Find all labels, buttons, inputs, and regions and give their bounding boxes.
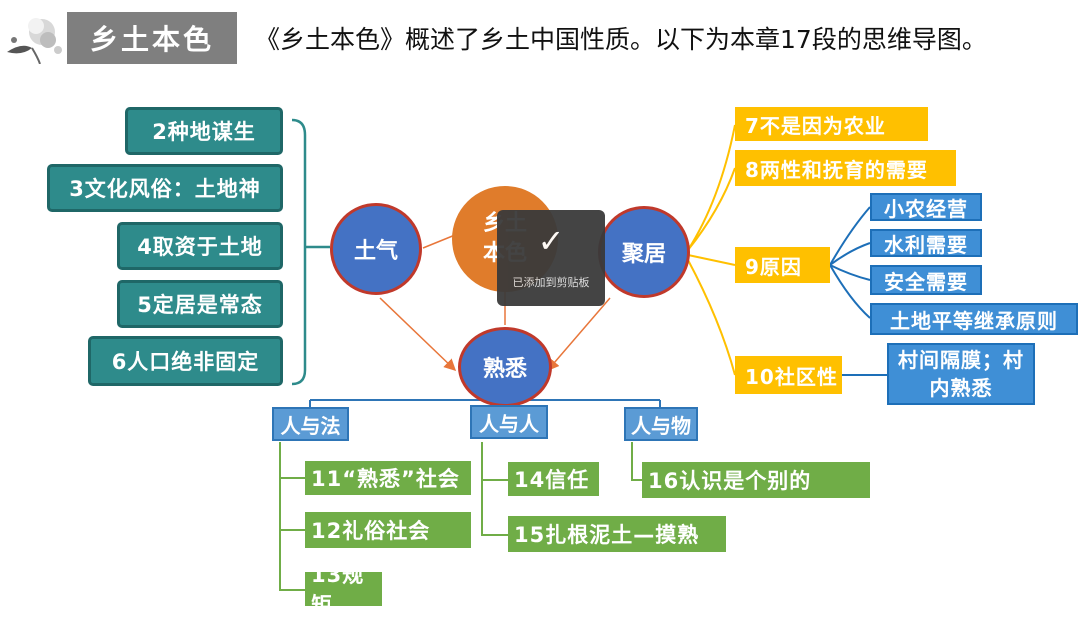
right-item-9: 9原因: [735, 247, 830, 283]
flower-logo-icon: [2, 12, 62, 65]
reason-irrigation: 水利需要: [870, 229, 982, 257]
left-item-3: 3文化风俗：土地神: [47, 164, 283, 212]
people-item-15: 15扎根泥土—摸熟: [508, 516, 726, 552]
left-item-5: 5定居是常态: [117, 280, 283, 328]
left-item-4: 4取资于土地: [117, 222, 283, 270]
section-title: 乡土本色: [67, 12, 237, 64]
reason-inheritance: 土地平等继承原则: [870, 303, 1078, 335]
slide-subtitle: 《乡土本色》概述了乡土中国性质。以下为本章17段的思维导图。: [255, 25, 987, 54]
right-item-8: 8两性和抚育的需要: [735, 150, 956, 186]
left-item-2: 2种地谋生: [125, 107, 283, 155]
reason-small-farming: 小农经营: [870, 193, 982, 221]
category-law: 人与法: [272, 407, 349, 441]
law-item-11: 11“熟悉”社会: [305, 461, 471, 495]
law-item-12: 12礼俗社会: [305, 512, 471, 548]
category-people: 人与人: [470, 405, 548, 439]
right-item-10: 10社区性: [735, 356, 842, 394]
thing-item-16: 16认识是个别的: [642, 462, 870, 498]
checkmark-icon: ✓: [537, 222, 565, 260]
community-detail: 村间隔膜；村内熟悉: [887, 343, 1035, 405]
clipboard-toast: ✓ 已添加到剪贴板: [497, 210, 605, 306]
people-item-14: 14信任: [508, 462, 599, 496]
law-item-13: 13规矩: [305, 563, 382, 617]
left-item-6: 6人口绝非固定: [88, 336, 283, 386]
node-juju: 聚居: [598, 206, 690, 298]
node-shuxi: 熟悉: [458, 327, 552, 407]
right-item-7: 7不是因为农业: [735, 107, 928, 141]
reason-security: 安全需要: [870, 265, 982, 295]
node-tuqi: 土气: [330, 203, 422, 295]
toast-message: 已添加到剪贴板: [512, 276, 590, 289]
category-things: 人与物: [624, 407, 698, 441]
